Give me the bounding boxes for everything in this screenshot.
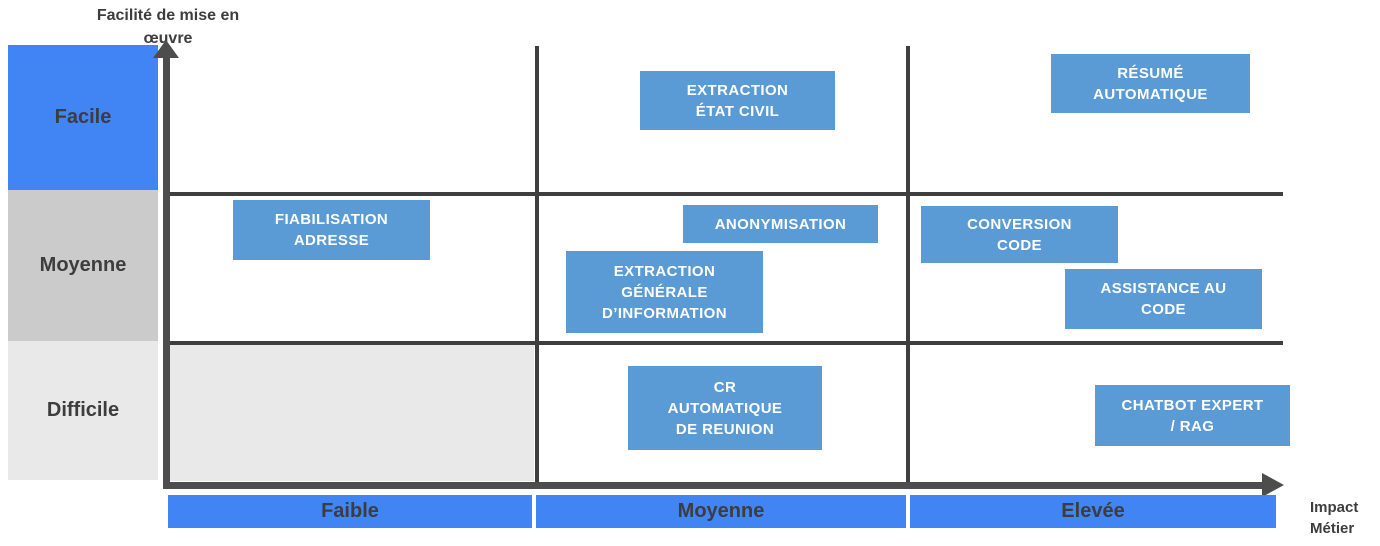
use-case-box-conversion-code: CONVERSION CODE xyxy=(921,206,1118,263)
grid-vertical-line-1 xyxy=(535,46,539,483)
use-case-box-fiabilisation-adresse: FIABILISATION ADRESSE xyxy=(233,200,430,260)
use-case-box-anonymisation: ANONYMISATION xyxy=(683,205,878,243)
impact-level-faible-label: Faible xyxy=(321,500,379,522)
use-case-box-extraction-etat-civil: EXTRACTION ÉTAT CIVIL xyxy=(640,71,835,130)
grid-horizontal-line-2 xyxy=(170,341,1283,345)
ease-level-moyenne: Moyenne xyxy=(8,190,158,341)
x-axis-title: Impact Métier xyxy=(1310,499,1359,537)
impact-level-elevee: Elevée xyxy=(910,495,1276,528)
use-case-box-cr-automatique-de-reunion: CR AUTOMATIQUE DE REUNION xyxy=(628,366,822,450)
impact-level-moyenne: Moyenne xyxy=(536,495,906,528)
grid-vertical-line-2 xyxy=(906,46,910,483)
cell-difficile-faible-shading xyxy=(170,345,534,481)
impact-level-faible: Faible xyxy=(168,495,532,528)
ease-level-difficile-label: Difficile xyxy=(46,399,120,421)
y-axis-title: Facilité de mise en œuvre xyxy=(96,7,240,47)
x-axis-line xyxy=(163,482,1263,489)
use-case-box-assistance-au-code: ASSISTANCE AU CODE xyxy=(1065,269,1262,329)
ease-level-moyenne-label: Moyenne xyxy=(39,254,127,276)
use-case-box-resume-automatique: RÉSUMÉ AUTOMATIQUE xyxy=(1051,54,1250,113)
use-case-box-chatbot-expert-rag: CHATBOT EXPERT / RAG xyxy=(1095,385,1290,446)
impact-level-elevee-label: Elevée xyxy=(1061,500,1125,522)
impact-level-moyenne-label: Moyenne xyxy=(677,500,765,522)
y-axis-arrow-up-icon xyxy=(153,40,179,58)
ease-level-difficile: Difficile xyxy=(8,341,158,480)
grid-horizontal-line-1 xyxy=(170,192,1283,196)
ease-level-facile-label: Facile xyxy=(54,106,112,128)
y-axis-line xyxy=(163,56,170,489)
use-case-box-extraction-generale-information: EXTRACTION GÉNÉRALE D’INFORMATION xyxy=(566,251,763,333)
x-axis-arrow-right-icon xyxy=(1262,473,1284,497)
ease-level-facile: Facile xyxy=(8,45,158,190)
